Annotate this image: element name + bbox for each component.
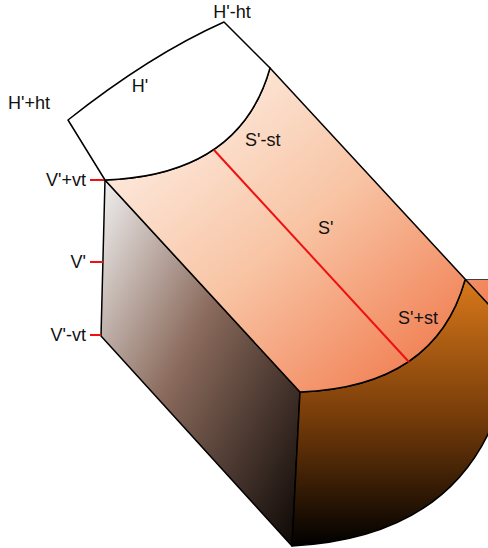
axis-label: H'-ht [213,3,250,21]
axis-label: H' [132,77,148,95]
axis-label: V'+vt [46,171,86,189]
value-tick [90,334,101,336]
hue-face [68,22,270,180]
face-edge [300,280,465,392]
saturation-line [214,150,409,362]
axis-label: S'-st [245,131,280,149]
axis-label: S' [318,219,333,237]
value-tick [90,179,104,181]
axis-label: H'+ht [8,94,50,112]
axis-label: V' [71,253,86,271]
axis-label: S'+st [398,309,438,327]
value-tick [90,261,103,263]
axis-label: V'-vt [51,326,86,344]
